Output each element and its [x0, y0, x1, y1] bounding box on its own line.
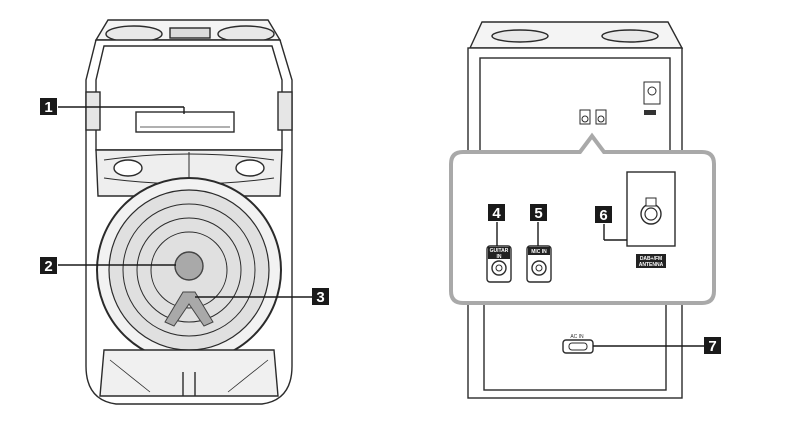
- mic-in-label: MIC IN: [531, 249, 547, 255]
- ac-in-label: AC IN: [570, 334, 584, 340]
- mic-in-jack: MIC IN: [527, 246, 551, 282]
- callout-5-label: 5: [534, 205, 542, 222]
- callout-3: 3: [312, 288, 329, 306]
- callout-6-label: 6: [599, 207, 607, 224]
- callout-7-label: 7: [708, 338, 716, 355]
- callout-2: 2: [40, 257, 57, 275]
- antenna-label-2: ANTENNA: [639, 262, 664, 268]
- callout-5: 5: [530, 204, 547, 222]
- guitar-in-label-2: IN: [497, 254, 502, 260]
- callout-6: 6: [595, 206, 612, 224]
- callout-4: 4: [488, 204, 505, 222]
- speaker-front: [86, 20, 292, 404]
- callout-1-label: 1: [44, 99, 52, 116]
- callout-1: 1: [40, 98, 57, 116]
- callout-4-label: 4: [492, 205, 501, 222]
- guitar-in-jack: GUITAR IN: [487, 246, 511, 282]
- callout-2-label: 2: [44, 258, 52, 275]
- callout-3-label: 3: [316, 289, 324, 306]
- callout-7: 7: [704, 337, 721, 355]
